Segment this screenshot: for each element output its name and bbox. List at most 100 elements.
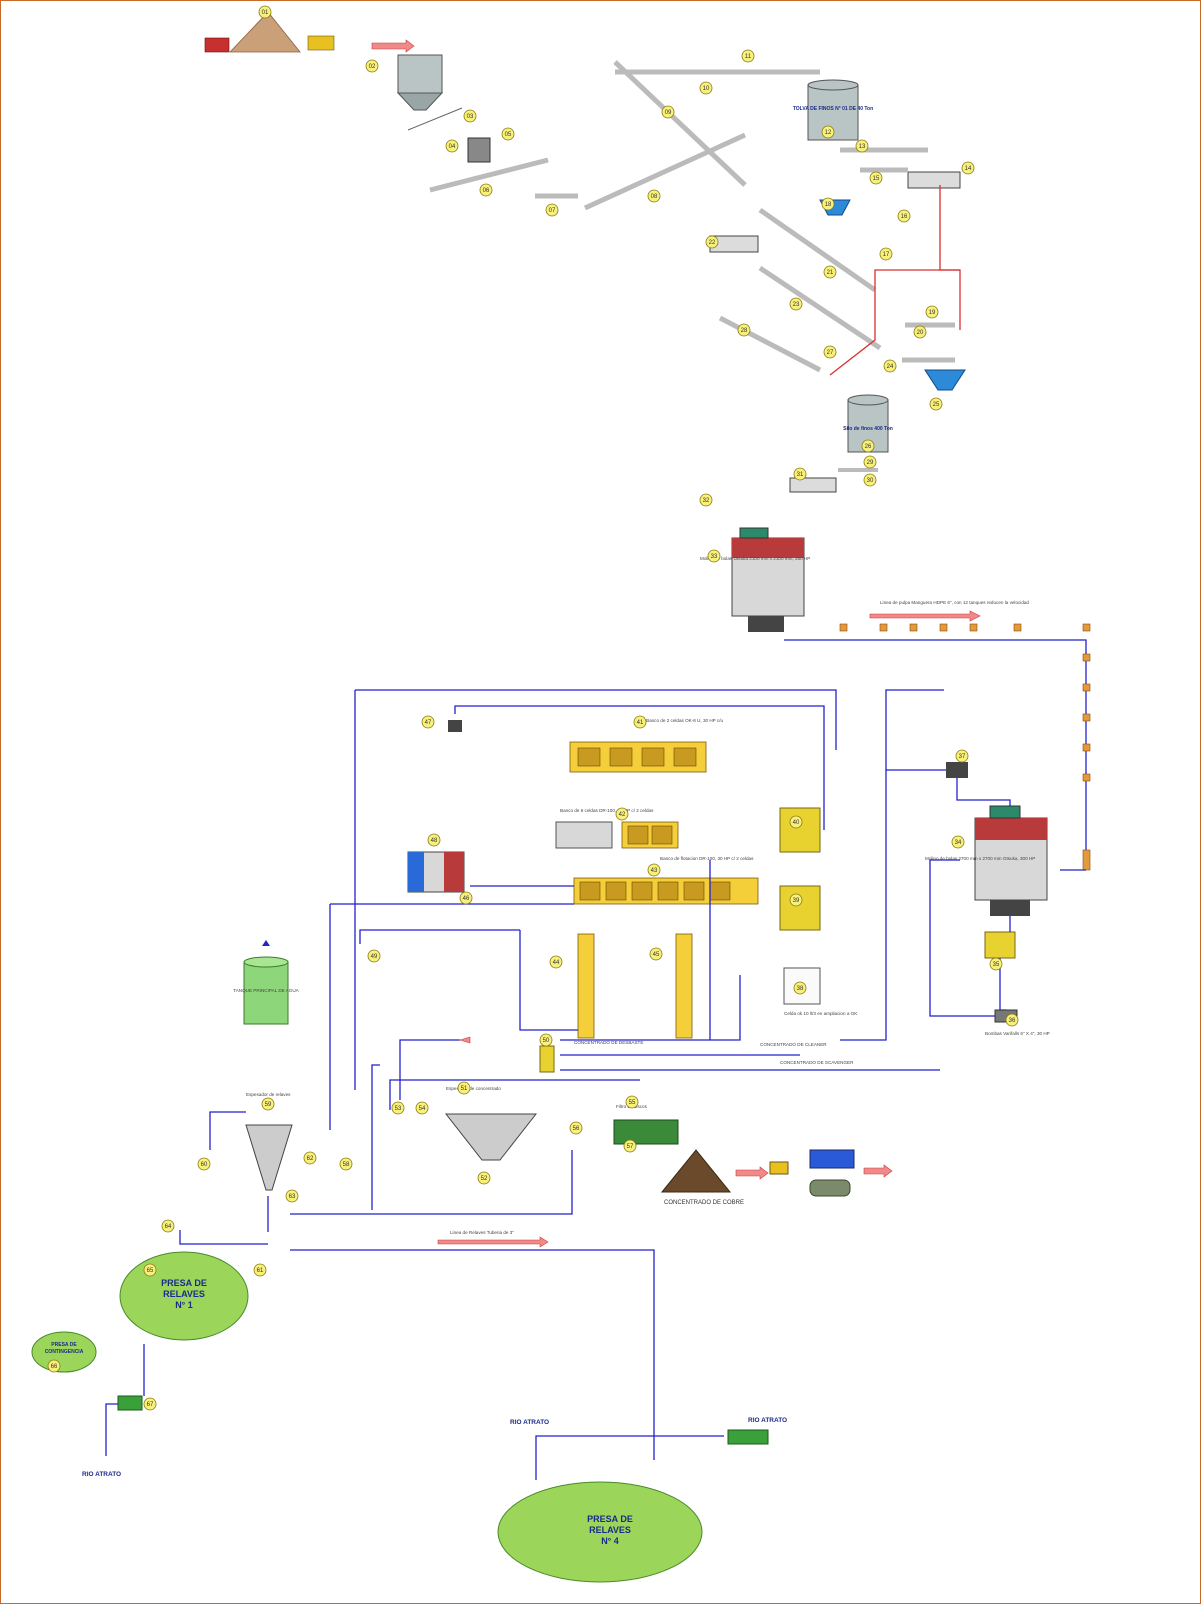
node-t8: [1083, 654, 1090, 661]
rio-atrato-center: RIO ATRATO: [510, 1419, 549, 1426]
svg-text:28: 28: [741, 328, 748, 334]
ok-cell-40: [780, 808, 820, 852]
svg-text:55: 55: [629, 1100, 636, 1106]
presa4-line2: RELAVES: [589, 1525, 631, 1535]
svg-text:62: 62: [307, 1156, 314, 1162]
svg-text:45: 45: [653, 952, 660, 958]
node-t1: [840, 624, 847, 631]
pump-vari-label: Bombas Varifalls 6" X 4", 30 HP: [985, 1031, 1050, 1036]
svg-text:38: 38: [797, 986, 804, 992]
bank2-label: Banco de 6 celdas DR-100, 25 HP c/ 2 cel…: [560, 808, 654, 813]
svg-text:19: 19: [929, 310, 936, 316]
silo-1-label: TOLVA DE FINOS N° 01 DE 40 Ton: [793, 106, 873, 112]
svg-text:37: 37: [959, 754, 966, 760]
flotation-bank-42: [556, 822, 678, 848]
svg-text:24: 24: [887, 364, 894, 370]
scavenger-bank-44: [578, 934, 594, 1038]
feeder-31: [790, 478, 836, 492]
front-loader-icon: [308, 36, 334, 50]
svg-text:31: 31: [797, 472, 804, 478]
flotation-bank-43: [574, 878, 758, 904]
cone-crusher-25: [925, 370, 965, 390]
svg-text:40: 40: [793, 820, 800, 826]
tailings-thickener-59: [246, 1125, 292, 1190]
jaw-crusher-icon: [468, 138, 490, 162]
conveyor-24a: [720, 318, 820, 370]
bank3-label: Banco de flotacion DR-100, 30 HP c/ 2 ce…: [660, 856, 754, 861]
svg-text:15: 15: [873, 176, 880, 182]
contingencia-line1: PRESA DE: [51, 1342, 77, 1348]
silo-2-label: Silo de finos 400 Ton: [843, 426, 893, 432]
svg-text:03: 03: [467, 114, 474, 120]
svg-text:51: 51: [461, 1086, 468, 1092]
dump-truck-icon: [205, 38, 229, 52]
node-t4: [940, 624, 947, 631]
svg-text:18: 18: [825, 202, 832, 208]
disc-filter-55: [614, 1120, 678, 1144]
vibrating-screen-14: [908, 172, 960, 188]
sump-35: [985, 932, 1015, 958]
svg-text:43: 43: [651, 868, 658, 874]
svg-text:13: 13: [859, 144, 866, 150]
hopper-cone: [398, 93, 442, 110]
tailings-line: [290, 1250, 654, 1460]
svg-text:41: 41: [637, 720, 644, 726]
conc-scav-label: CONCENTRADO DE SCAVENGER: [780, 1060, 854, 1065]
presa4-line1: PRESA DE: [587, 1514, 633, 1524]
feed-arrow: [372, 40, 414, 52]
svg-text:21: 21: [827, 270, 834, 276]
svg-text:66: 66: [51, 1364, 58, 1370]
svg-text:27: 27: [827, 350, 834, 356]
presa1-line3: N° 1: [175, 1300, 193, 1310]
grizzly-hopper: [398, 55, 442, 93]
node-t9: [1083, 684, 1090, 691]
svg-text:05: 05: [505, 132, 512, 138]
concentrate-thickener-51: [446, 1114, 536, 1160]
thickener2-label: Espesador de concentrado: [446, 1086, 501, 1091]
svg-text:47: 47: [425, 720, 432, 726]
svg-text:20: 20: [917, 330, 924, 336]
node-t6: [1014, 624, 1021, 631]
water-tank-label: TANQUE PRINCIPAL DE AGUA: [233, 988, 299, 993]
cyclone-47: [448, 720, 462, 732]
node-t11: [1083, 744, 1090, 751]
svg-text:02: 02: [369, 64, 376, 70]
conveyor-08: [585, 135, 745, 208]
svg-text:34: 34: [955, 840, 962, 846]
node-t12: [1083, 774, 1090, 781]
svg-text:04: 04: [449, 144, 456, 150]
svg-text:17: 17: [883, 252, 890, 258]
presa1-line2: RELAVES: [163, 1289, 205, 1299]
svg-text:67: 67: [147, 1402, 154, 1408]
equipment-badges: 01 02 03 04 05 06 07 08 09 10 11 12 13 1…: [48, 6, 1018, 1410]
svg-text:50: 50: [543, 1038, 550, 1044]
svg-text:26: 26: [865, 444, 872, 450]
bank1-label: Banco de 2 celdas OK-8 U, 30 HP c/u: [646, 718, 723, 723]
thickener1-label: Espesador de relaves: [246, 1092, 291, 1097]
svg-text:46: 46: [463, 896, 470, 902]
svg-text:56: 56: [573, 1126, 580, 1132]
svg-text:36: 36: [1009, 1018, 1016, 1024]
node-t5: [970, 624, 977, 631]
loader-icon: [770, 1162, 788, 1174]
pipeline-label: Linea de pulpa Manguera HDPE 6", con 12 …: [880, 600, 1029, 605]
svg-text:33: 33: [711, 554, 718, 560]
svg-text:14: 14: [965, 166, 972, 172]
concentrate-truck-icon: [810, 1150, 854, 1168]
conc-cleaner-label: CONCENTRADO DE CLEANER: [760, 1042, 827, 1047]
svg-text:11: 11: [745, 54, 752, 60]
svg-text:35: 35: [993, 962, 1000, 968]
rio-atrato-left: RIO ATRATO: [82, 1471, 121, 1478]
concentrate-label: CONCENTRADO DE COBRE: [664, 1200, 744, 1206]
svg-text:09: 09: [665, 110, 672, 116]
svg-text:06: 06: [483, 188, 490, 194]
svg-text:07: 07: [549, 208, 556, 214]
svg-text:25: 25: [933, 402, 940, 408]
svg-text:39: 39: [793, 898, 800, 904]
svg-text:08: 08: [651, 194, 658, 200]
svg-text:29: 29: [867, 460, 874, 466]
rio-atrato-right: RIO ATRATO: [748, 1417, 787, 1424]
svg-text:23: 23: [793, 302, 800, 308]
storage-tank-icon: [810, 1180, 850, 1196]
